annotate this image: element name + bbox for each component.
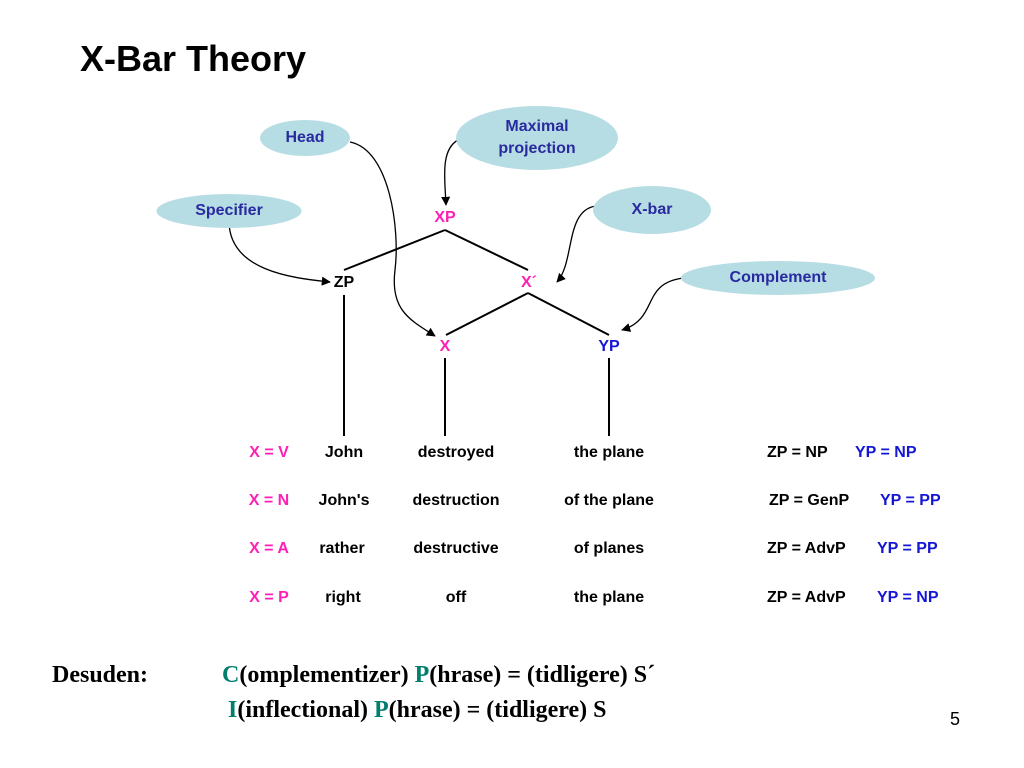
page-number: 5 (950, 709, 961, 729)
footer-label: Desuden: (52, 662, 149, 688)
arrow-specifier (228, 221, 331, 286)
row-head: off (445, 589, 467, 606)
bubble-complement: Complement (681, 261, 875, 295)
row-comp: the plane (573, 589, 645, 606)
node-zp: ZP (333, 274, 355, 291)
row-yp-eq: YP = PP (877, 540, 938, 557)
bubble-head: Head (260, 120, 350, 156)
row-yp-eq: YP = NP (877, 589, 939, 606)
bubble-xbar-label: X-bar (631, 201, 673, 218)
footer-line1-rest: (hrase) = (tidligere) S´ (429, 662, 656, 688)
branch-xbar-x (445, 292, 529, 336)
row-yp-eq: YP = NP (855, 444, 917, 461)
row-zp-eq: ZP = GenP (769, 492, 850, 509)
footer-i: I (228, 697, 238, 723)
branch-xp-zp (343, 229, 446, 271)
branch-xp-xbar (444, 229, 529, 271)
row-head: destroyed (417, 444, 495, 461)
bubble-maximal-label: Maximal projection (498, 118, 576, 157)
row-x-label: X = P (249, 589, 289, 606)
node-xp: XP (434, 209, 456, 226)
node-xbar: X´ (521, 274, 537, 291)
row-comp: of planes (573, 540, 645, 557)
footer-p2: P (373, 697, 389, 723)
bubble-xbar: X-bar (593, 186, 711, 234)
row-yp-eq: YP = PP (880, 492, 941, 509)
bubble-complement-label: Complement (729, 269, 827, 286)
node-yp: YP (598, 338, 620, 355)
bubble-head-label: Head (285, 129, 325, 146)
footer-line-1: C(omplementizer) P(hrase) = (tidligere) … (222, 662, 655, 689)
footer-c: C (222, 662, 240, 688)
row-comp: of the plane (564, 492, 654, 509)
footer-c-rest: (omplementizer) (239, 662, 415, 688)
arrow-xbar (556, 205, 597, 283)
footer-i-rest: (inflectional) (237, 697, 374, 723)
row-zp-eq: ZP = AdvP (767, 540, 846, 557)
row-x-label: X = N (248, 492, 290, 509)
branch-xbar-yp (527, 292, 610, 336)
slide-title: X-Bar Theory (80, 38, 307, 79)
footer-line-2: I(inflectional) P(hrase) = (tidligere) S (228, 697, 607, 724)
row-head: destruction (412, 492, 500, 509)
row-head: destructive (413, 540, 499, 557)
bubble-maximal-projection: Maximal projection (456, 106, 618, 170)
bubble-specifier-label: Specifier (195, 202, 263, 219)
row-zp-eq: ZP = NP (767, 444, 828, 461)
row-x-label: X = V (249, 444, 289, 461)
row-spec: rather (319, 540, 365, 557)
footer-p1: P (414, 662, 430, 688)
row-zp-eq: ZP = AdvP (767, 589, 846, 606)
row-comp: the plane (573, 444, 645, 461)
footer-line2-rest: (hrase) = (tidligere) S (388, 697, 607, 723)
row-spec: John (324, 444, 364, 461)
row-x-label: X = A (249, 540, 289, 557)
bubble-specifier: Specifier (156, 194, 302, 228)
row-spec: right (325, 589, 361, 606)
node-x: X (439, 338, 451, 355)
arrow-head (349, 141, 436, 337)
arrow-maximal (441, 139, 459, 206)
arrow-complement (621, 277, 685, 332)
row-spec: John's (318, 492, 370, 509)
